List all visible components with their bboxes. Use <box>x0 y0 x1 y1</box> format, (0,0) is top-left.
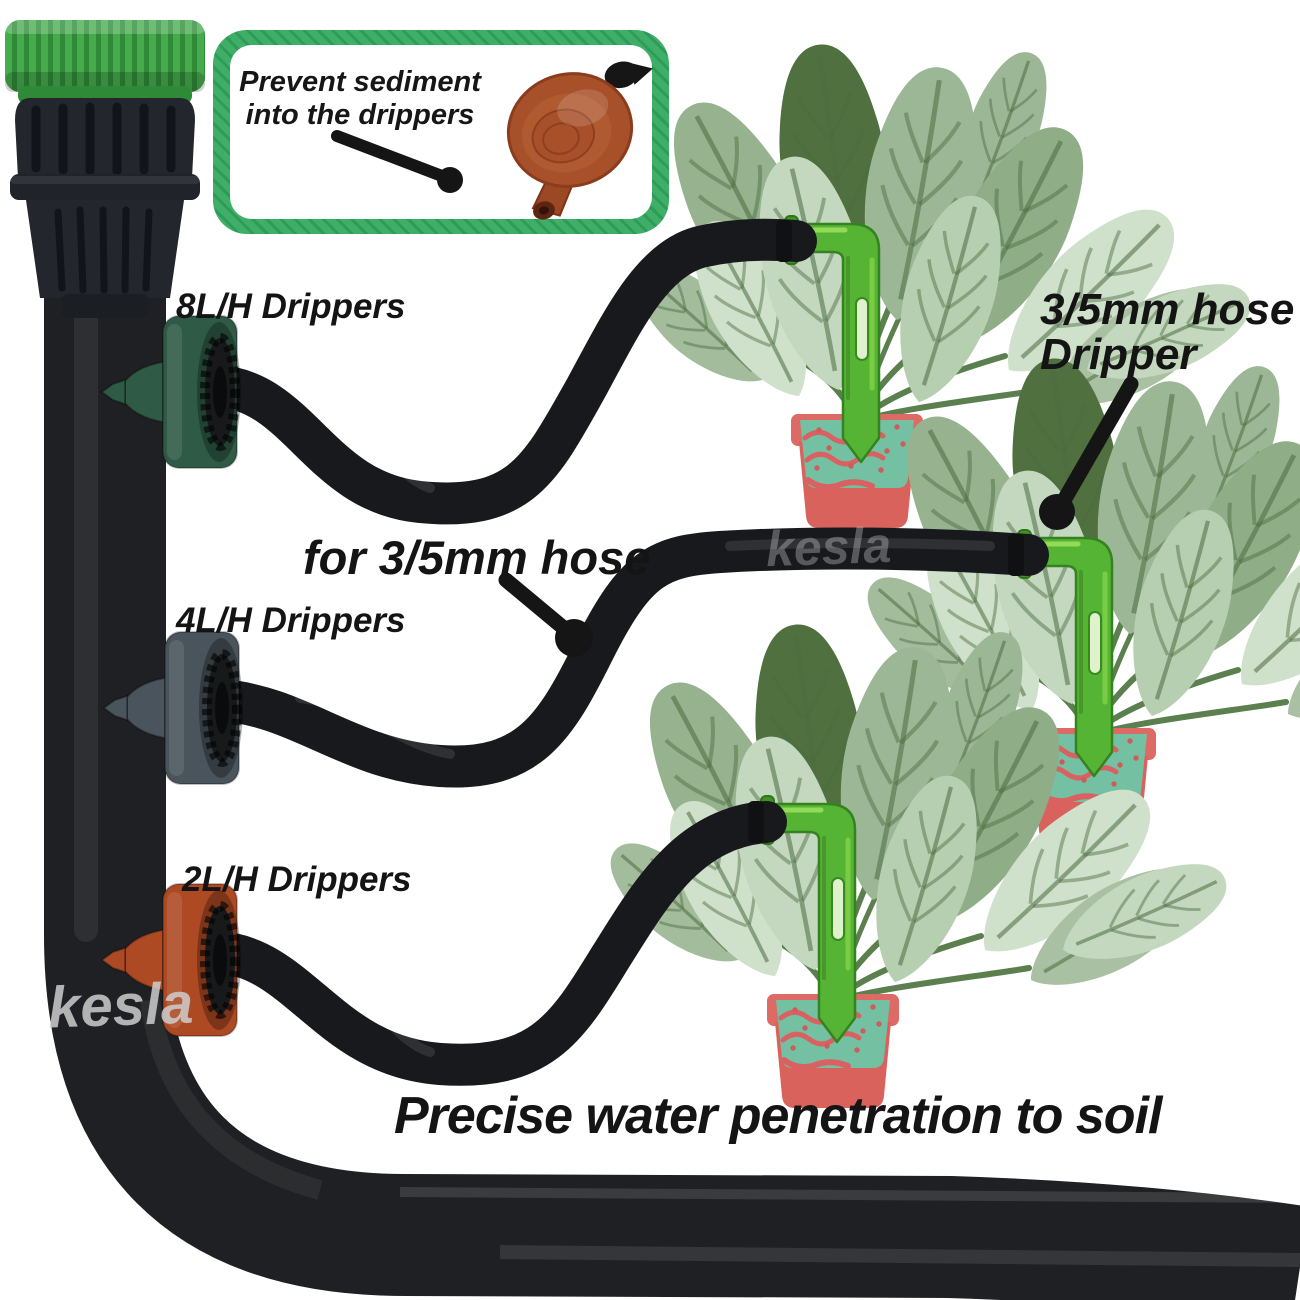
label-stake-note-line2: Dripper <box>1040 329 1197 379</box>
callout-dripper-image <box>506 61 653 220</box>
label-stake-note: 3/5mm hose Dripper <box>1040 285 1295 379</box>
sediment-callout-box: Prevent sediment into the drippers <box>213 30 669 234</box>
callout-text-line1: Prevent sediment <box>239 66 481 98</box>
stake-note-arrow <box>1039 376 1139 530</box>
hose-middle <box>200 527 1049 788</box>
bottom-caption: Precise water penetration to soil <box>394 1087 1162 1145</box>
hose-note-arrow <box>498 572 593 657</box>
faucet-connector <box>5 20 205 318</box>
drip-hoses <box>198 218 1049 1086</box>
label-stake-note-line1: 3/5mm hose <box>1040 285 1295 334</box>
label-hose-size-note: for 3/5mm hose <box>303 531 651 584</box>
annotation-arrows <box>498 376 1139 657</box>
main-supply-tube <box>44 295 1300 1300</box>
callout-text-line2: into the drippers <box>245 99 475 132</box>
hose-bottom <box>198 801 787 1086</box>
label-4lh-drippers: 4L/H Drippers <box>176 601 406 640</box>
callout-arrow <box>331 130 463 193</box>
label-8lh-drippers: 8L/H Drippers <box>176 287 406 326</box>
hose-end-caps <box>748 220 1024 843</box>
label-2lh-drippers: 2L/H Drippers <box>182 860 412 899</box>
callout-text: Prevent sediment into the drippers <box>229 66 491 133</box>
faucet-ring-green <box>5 20 205 92</box>
callout-dripper-art <box>331 61 653 220</box>
hose-top <box>198 218 817 525</box>
